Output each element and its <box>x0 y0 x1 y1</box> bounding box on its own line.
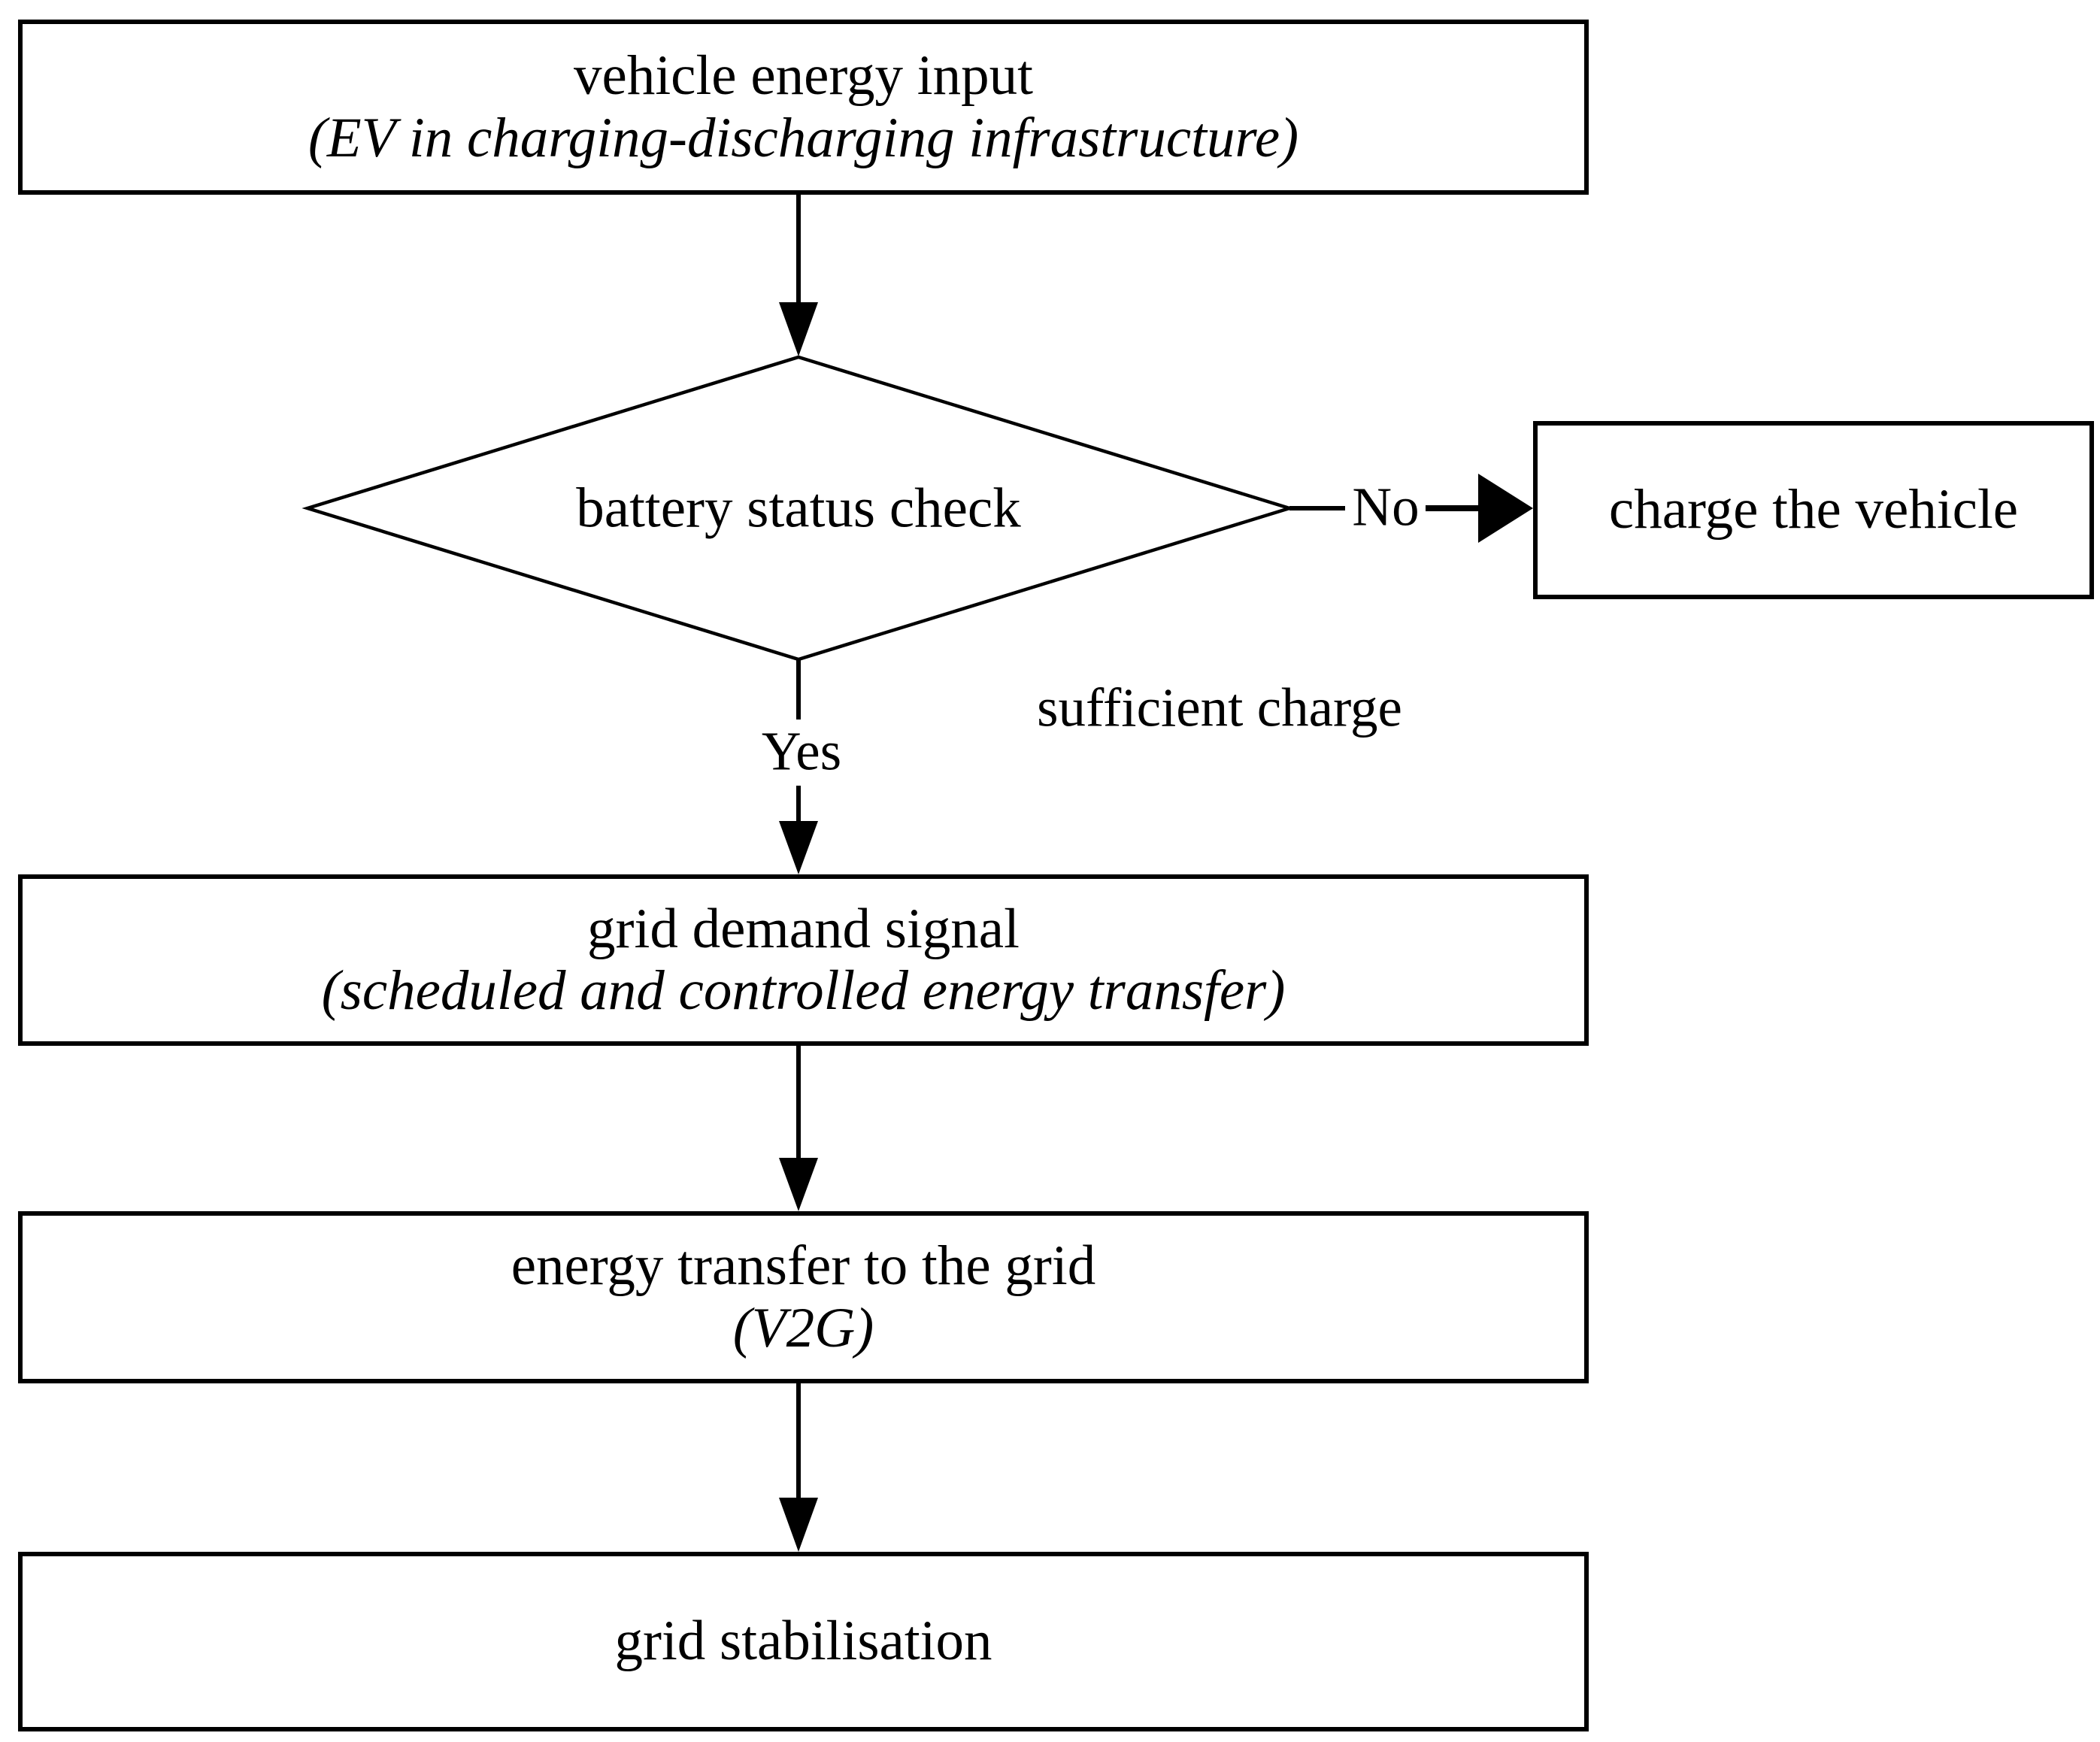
edge-input-to-decision-arrowhead-icon <box>779 302 818 356</box>
edge-transfer-to-stabilisation-arrowhead-icon <box>779 1498 818 1552</box>
edge-yes-arrowhead-icon <box>779 821 818 874</box>
node-battery-status-check-title: battery status check <box>576 477 1021 540</box>
node-energy-transfer-to-grid-title: energy transfer to the grid <box>511 1235 1096 1297</box>
node-vehicle-energy-input: vehicle energy input (EV in charging-dis… <box>18 20 1589 195</box>
node-charge-the-vehicle: charge the vehicle <box>1533 421 2094 599</box>
node-vehicle-energy-input-subtitle: (EV in charging-discharging infrastructu… <box>308 106 1299 169</box>
edge-label-no: No <box>1352 476 1420 538</box>
edge-label-yes: Yes <box>761 720 842 782</box>
node-grid-demand-signal-subtitle: (scheduled and controlled energy transfe… <box>321 959 1286 1022</box>
node-grid-demand-signal-title: grid demand signal <box>587 897 1020 960</box>
node-charge-the-vehicle-title: charge the vehicle <box>1608 478 2019 541</box>
edge-label-sufficient-charge: sufficient charge <box>1037 677 1402 738</box>
node-energy-transfer-to-grid-subtitle: (V2G) <box>732 1296 874 1359</box>
node-vehicle-energy-input-title: vehicle energy input <box>574 44 1033 107</box>
edge-demand-to-transfer-arrowhead-icon <box>779 1158 818 1211</box>
node-grid-demand-signal: grid demand signal (scheduled and contro… <box>18 874 1589 1046</box>
node-energy-transfer-to-grid: energy transfer to the grid (V2G) <box>18 1211 1589 1383</box>
edge-no-arrowhead-icon <box>1478 474 1533 543</box>
node-grid-stabilisation-title: grid stabilisation <box>614 1610 992 1673</box>
node-grid-stabilisation: grid stabilisation <box>18 1552 1589 1731</box>
